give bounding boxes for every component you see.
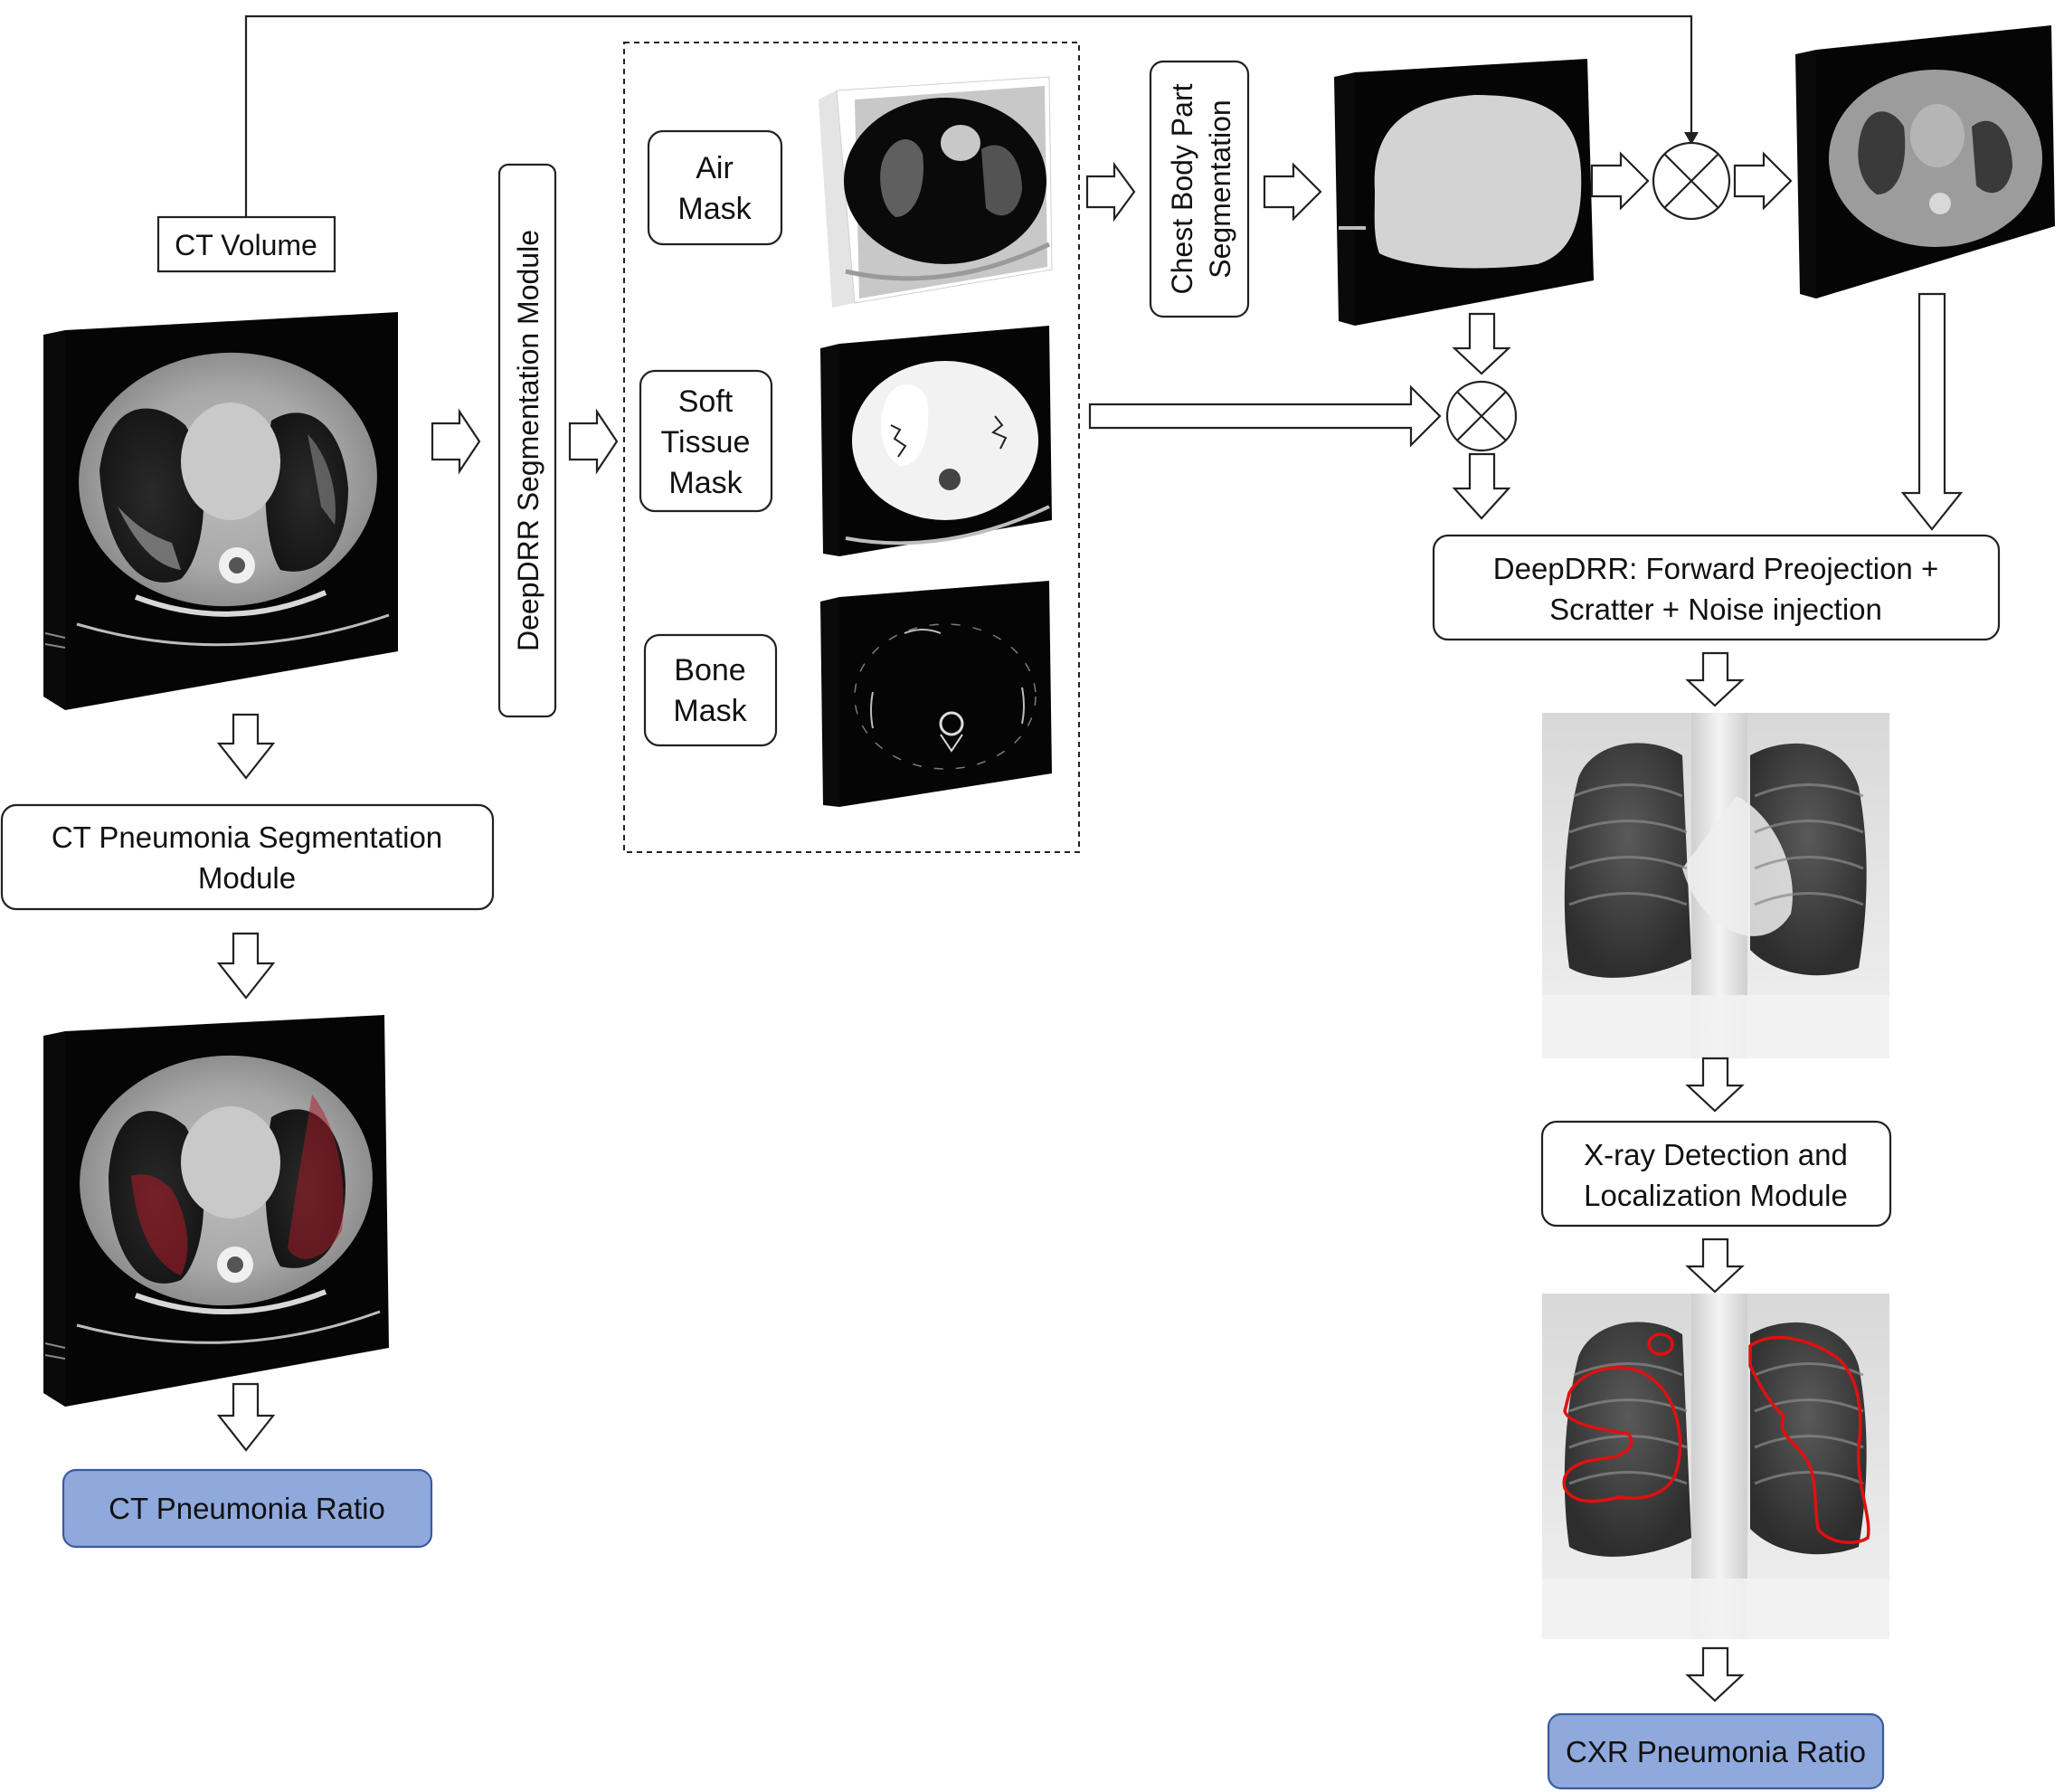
arrow-body-mask-to-multiply — [1590, 151, 1650, 211]
arrow-body-mask-down — [1452, 312, 1511, 375]
bypass-line — [244, 14, 1693, 217]
ct-volume-box: CT Volume — [156, 215, 336, 273]
segmented-ct-image — [43, 1015, 389, 1407]
air-mask-box: Air Mask — [647, 129, 783, 246]
arrow-chest-to-body-mask — [1263, 162, 1322, 222]
body-mask-image — [1334, 59, 1594, 326]
deepdrr-segmentation-module: DeepDRR Segmentation Module — [497, 163, 557, 718]
arrow-multiply-to-masked-ct — [1733, 151, 1793, 211]
arrow-masked-ct-to-forward — [1900, 292, 1964, 531]
arrow-forward-to-xray — [1685, 651, 1745, 707]
deepdrr-forward-label-line1: DeepDRR: Forward Preojection + — [1493, 552, 1938, 585]
arrow-deepdrr-to-masks — [568, 408, 619, 475]
arrow-result-to-cxr-ratio — [1685, 1646, 1745, 1702]
xray-detection-label-line1: X-ray Detection and — [1584, 1138, 1848, 1171]
arrow-ct-to-pneumonia-seg — [216, 713, 276, 780]
chest-body-part-label-line2: Segmentation — [1204, 100, 1236, 278]
xray-detection-label-line2: Localization Module — [1584, 1179, 1848, 1212]
arrow-ct-to-deepdrr — [431, 408, 481, 475]
ct-volume-label: CT Volume — [175, 229, 317, 261]
ct-pneumonia-segmentation-module: CT Pneumonia Segmentation Module — [0, 803, 495, 911]
deepdrr-forward-projection-box: DeepDRR: Forward Preojection + Scratter … — [1432, 534, 2001, 641]
arrow-xray-to-detection — [1685, 1057, 1745, 1113]
multiply-node-bottom — [1445, 380, 1518, 452]
chest-body-part-label-line1: Chest Body Part — [1166, 83, 1198, 294]
ct-pneumonia-seg-label-line2: Module — [198, 861, 296, 895]
bone-mask-label-line1: Bone — [674, 653, 745, 687]
ct-pneumonia-seg-label-line1: CT Pneumonia Segmentation — [52, 820, 442, 854]
soft-tissue-label-line2: Tissue — [661, 425, 751, 460]
bone-mask-image — [820, 581, 1052, 807]
soft-tissue-label-line3: Mask — [668, 466, 743, 500]
detected-xray-image — [1542, 1294, 1889, 1639]
bone-mask-label-line2: Mask — [673, 694, 747, 728]
detection-contours — [1562, 1332, 1870, 1544]
bypass-arrowhead — [1684, 132, 1699, 145]
deepdrr-forward-label-line2: Scratter + Noise injection — [1549, 593, 1882, 626]
arrow-seg-to-segmented-ct — [216, 932, 276, 1000]
arrow-multiply-to-forward — [1452, 452, 1511, 520]
xray-detection-module: X-ray Detection and Localization Module — [1540, 1120, 1892, 1228]
arrow-segmented-to-ct-ratio — [216, 1382, 276, 1452]
ct-volume-bypass-connector — [244, 14, 1699, 217]
deepdrr-segmentation-label: DeepDRR Segmentation Module — [512, 230, 544, 651]
arrow-air-to-chest — [1085, 161, 1136, 223]
cxr-pneumonia-ratio-box: CXR Pneumonia Ratio — [1547, 1712, 1885, 1790]
masked-ct-image — [1795, 25, 2055, 299]
air-mask-label-line2: Mask — [677, 192, 752, 226]
soft-tissue-mask-image — [820, 326, 1052, 556]
air-mask-image — [819, 76, 1053, 308]
pneumonia-overlay-right — [288, 1095, 344, 1259]
arrow-soft-tissue-to-multiply — [1088, 384, 1442, 448]
synthetic-xray-image — [1542, 713, 1889, 1058]
soft-tissue-label-line1: Soft — [678, 384, 734, 419]
ct-volume-image — [43, 312, 398, 710]
cxr-pneumonia-ratio-label: CXR Pneumonia Ratio — [1566, 1735, 1866, 1768]
multiply-node-top — [1652, 141, 1731, 221]
bone-mask-box: Bone Mask — [643, 633, 778, 747]
ct-pneumonia-ratio-box: CT Pneumonia Ratio — [62, 1468, 433, 1549]
air-mask-label-line1: Air — [696, 151, 734, 185]
soft-tissue-mask-box: Soft Tissue Mask — [639, 369, 773, 513]
masks-group-frame — [623, 42, 1080, 853]
chest-body-part-segmentation: Chest Body Part Segmentation — [1149, 60, 1250, 318]
ct-pneumonia-ratio-label: CT Pneumonia Ratio — [109, 1492, 385, 1525]
arrow-detection-to-result — [1685, 1237, 1745, 1294]
pneumonia-overlay-left — [131, 1174, 188, 1275]
